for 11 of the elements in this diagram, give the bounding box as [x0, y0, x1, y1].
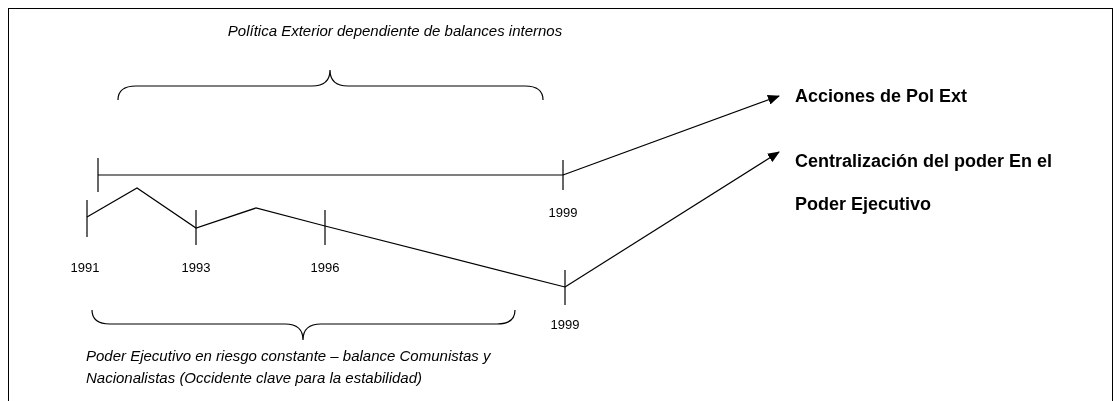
year-label: 1999: [549, 316, 581, 334]
year-label: 1996: [309, 259, 341, 277]
annotation-text: Poder Ejecutivo en riesgo constante – balance Comunistas y Nacionalistas (Occidente clave para la estabilidad): [86, 346, 492, 388]
heading-text: Acciones de Pol Ext: [795, 85, 969, 108]
heading-text: Centralización del poder En el Poder Ejecutivo: [795, 150, 1054, 216]
annotation-text: Política Exterior dependiente de balances internos: [226, 21, 564, 41]
year-label: 1999: [547, 204, 579, 222]
year-label: 1991: [69, 259, 101, 277]
year-label: 1993: [180, 259, 212, 277]
arrow: [562, 95, 780, 176]
arrow: [564, 151, 780, 288]
